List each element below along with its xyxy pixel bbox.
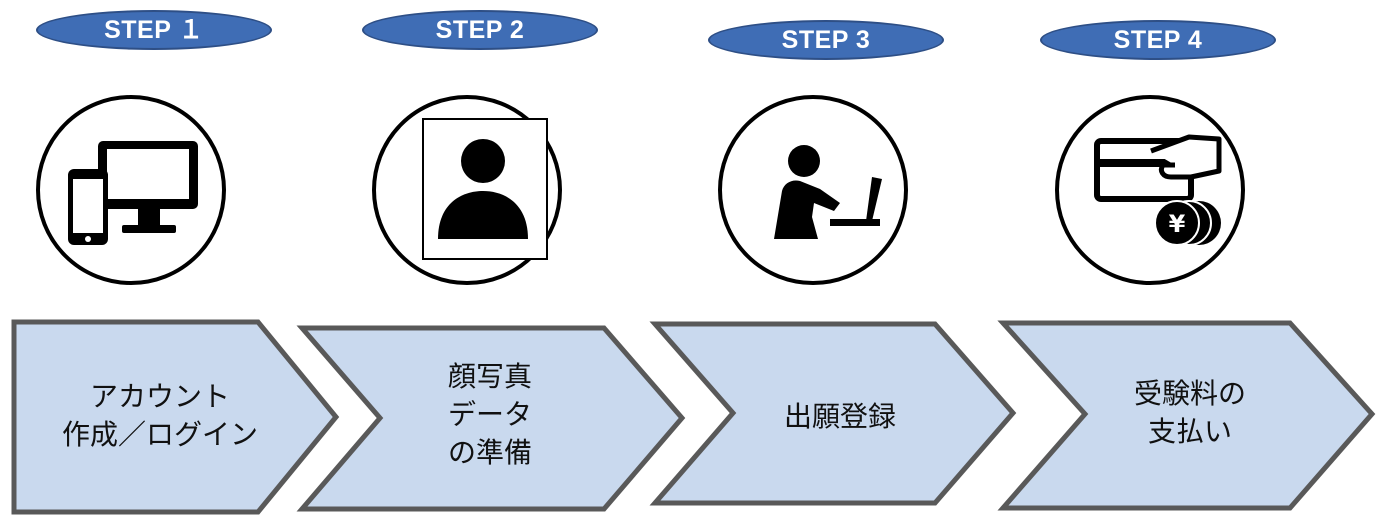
step-1-label: アカウント 作成／ログイン <box>30 378 290 454</box>
step-4-label: 受験料の 支払い <box>1100 375 1280 451</box>
step-1-label-line-2: 作成／ログイン <box>61 418 258 451</box>
step-2-label-line-2: データ <box>447 398 532 431</box>
card-payment-yen-icon: ¥ <box>1094 134 1222 246</box>
step-1-icon-circle <box>36 95 226 285</box>
step-3-label: 出願登録 <box>740 398 940 436</box>
step-4-label-line-2: 支払い <box>1147 415 1232 448</box>
step-2-label: 顔写真 データ の準備 <box>400 358 580 472</box>
step-2-label-line-1: 顔写真 <box>447 360 532 393</box>
step-1-badge: STEP １ <box>36 10 272 50</box>
chevron-step-2 <box>296 325 686 512</box>
step-4-icon-circle: ¥ <box>1055 95 1245 285</box>
step-2-label-line-3: の準備 <box>447 436 532 469</box>
photo-id-icon <box>422 118 548 260</box>
chevron-step-3 <box>649 321 1017 506</box>
chevron-step-4 <box>997 320 1376 511</box>
person-laptop-icon <box>774 145 882 239</box>
chevron-step-1 <box>11 319 340 515</box>
step-2-icon-circle <box>372 95 562 285</box>
step-3-label-line-1: 出願登録 <box>783 400 896 433</box>
step-1-label-line-1: アカウント <box>89 380 230 413</box>
step-4-badge: STEP 4 <box>1040 20 1276 60</box>
step-3-icon-circle <box>718 95 908 285</box>
step-3-badge: STEP 3 <box>708 20 944 60</box>
step-4-label-line-1: 受験料の <box>1133 377 1246 410</box>
devices-icon <box>68 141 198 245</box>
step-2-badge: STEP 2 <box>362 10 598 50</box>
svg-text:¥: ¥ <box>1169 210 1186 238</box>
